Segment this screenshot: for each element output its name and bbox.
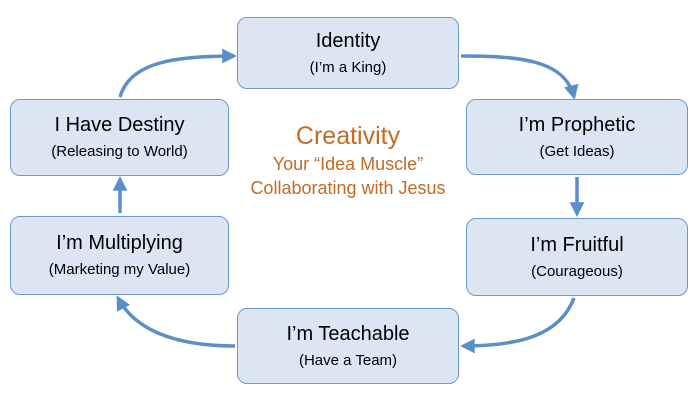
node-fruitful: I’m Fruitful (Courageous) xyxy=(466,218,688,296)
node-title: I’m Fruitful xyxy=(530,233,624,256)
node-subtitle: (Releasing to World) xyxy=(51,143,188,160)
arrow-identity-to-prophetic xyxy=(460,54,579,100)
node-title: I’m Prophetic xyxy=(518,113,636,136)
arrow-destiny-to-identity xyxy=(118,48,237,98)
node-destiny: I Have Destiny (Releasing to World) xyxy=(10,99,229,176)
node-title: Identity xyxy=(315,29,381,52)
arrow-fruitful-to-teachable xyxy=(460,297,576,354)
node-subtitle: (Marketing my Value) xyxy=(48,261,191,278)
node-identity: Identity (I’m a King) xyxy=(237,17,459,89)
node-multiplying: I’m Multiplying (Marketing my Value) xyxy=(10,216,229,295)
node-title: I’m Multiplying xyxy=(56,232,183,254)
node-subtitle: (Have a Team) xyxy=(298,351,398,369)
center-title: Creativity xyxy=(295,122,401,150)
node-subtitle: (Get Ideas) xyxy=(539,142,615,160)
center-line-idea-muscle: Your “Idea Muscle” xyxy=(272,154,424,174)
node-teachable: I’m Teachable (Have a Team) xyxy=(237,308,459,384)
node-title: I’m Teachable xyxy=(286,322,410,345)
node-subtitle: (I’m a King) xyxy=(309,58,387,76)
center-text: Creativity Your “Idea Muscle” Collaborat… xyxy=(222,120,474,200)
arrow-teachable-to-multiplying xyxy=(116,295,236,348)
node-title: I Have Destiny xyxy=(54,114,185,136)
node-subtitle: (Courageous) xyxy=(531,262,623,280)
center-line-collaborating: Collaborating with Jesus xyxy=(250,178,446,198)
node-prophetic: I’m Prophetic (Get Ideas) xyxy=(466,99,688,175)
